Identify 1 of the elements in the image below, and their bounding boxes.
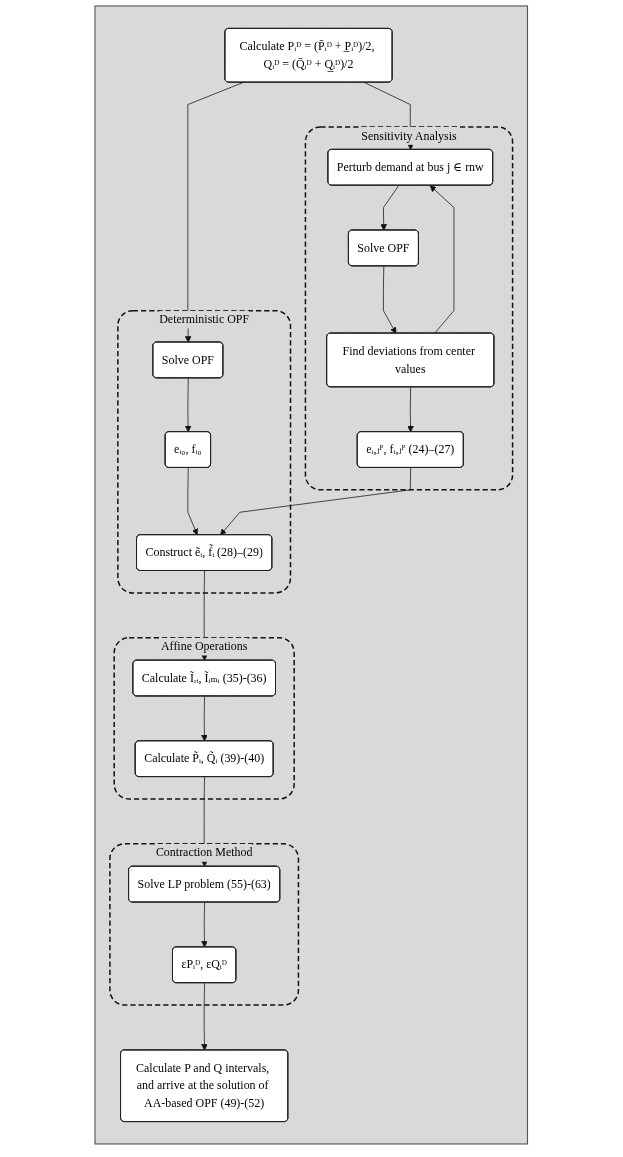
cluster xyxy=(94,5,529,1145)
